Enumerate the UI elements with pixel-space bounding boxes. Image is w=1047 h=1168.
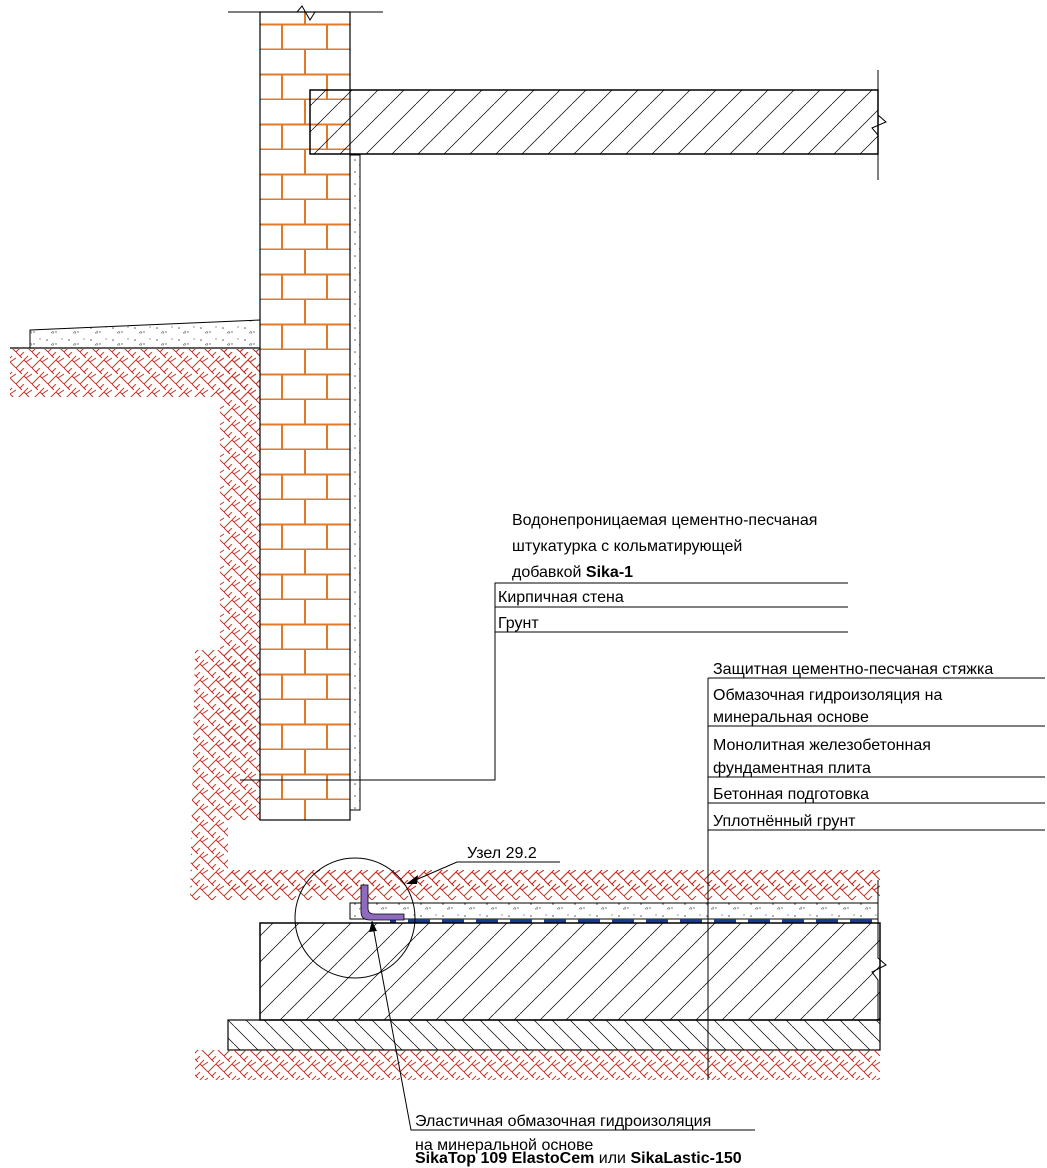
elastic-label-line1: Эластичная обмазочная гидроизоляция <box>415 1113 711 1130</box>
labels: Водонепроницаемая цементно-песчаная штук… <box>415 512 993 1167</box>
leader-lines <box>240 582 1045 1131</box>
node-label: Узел 29.2 <box>467 845 537 862</box>
brick-wall-label: Кирпичная стена <box>498 589 624 606</box>
plaster-layer <box>349 154 361 811</box>
plaster-label-line1: Водонепроницаемая цементно-песчаная <box>512 512 817 529</box>
concrete-preparation <box>195 1019 881 1080</box>
foundation-slab <box>259 880 887 1021</box>
concrete-prep-label: Бетонная подготовка <box>713 786 869 803</box>
soil-hatching <box>10 349 880 900</box>
outside-paving <box>10 319 261 349</box>
slab-label-line1: Монолитная железобетонная <box>713 737 931 754</box>
plaster-label-line2: штукатурка с кольматирующей <box>512 538 742 555</box>
screed-layer <box>349 902 880 924</box>
elastic-or-label: или <box>599 1150 626 1167</box>
floor-slab <box>309 70 887 180</box>
break-symbol-top <box>228 5 383 21</box>
elastic-product2-label: SikaLastic-150 <box>630 1150 741 1167</box>
plaster-product-label: Sika-1 <box>586 564 633 581</box>
coating-label-line1: Обмазочная гидроизоляция на <box>713 687 942 704</box>
slab-label-line2: фундаментная плита <box>713 760 871 777</box>
plaster-label-line3: добавкой Sika-1 <box>512 564 633 581</box>
elastic-label-line2: на минеральной основе <box>415 1137 593 1154</box>
leader-arrows <box>369 875 418 932</box>
elastic-product1-label: SikaTop 109 ElastoCem <box>415 1150 594 1167</box>
screed-label: Защитная цементно-песчаная стяжка <box>713 661 993 678</box>
soil-label: Грунт <box>498 615 539 632</box>
coating-label-line2: минеральная основе <box>713 709 869 726</box>
compacted-soil-label: Уплотнённый грунт <box>713 813 856 830</box>
node-circle <box>294 857 416 979</box>
elastic-membrane <box>360 884 405 921</box>
elastic-label-line3: SikaTop 109 ElastoCem или SikaLastic-150 <box>415 1150 742 1167</box>
